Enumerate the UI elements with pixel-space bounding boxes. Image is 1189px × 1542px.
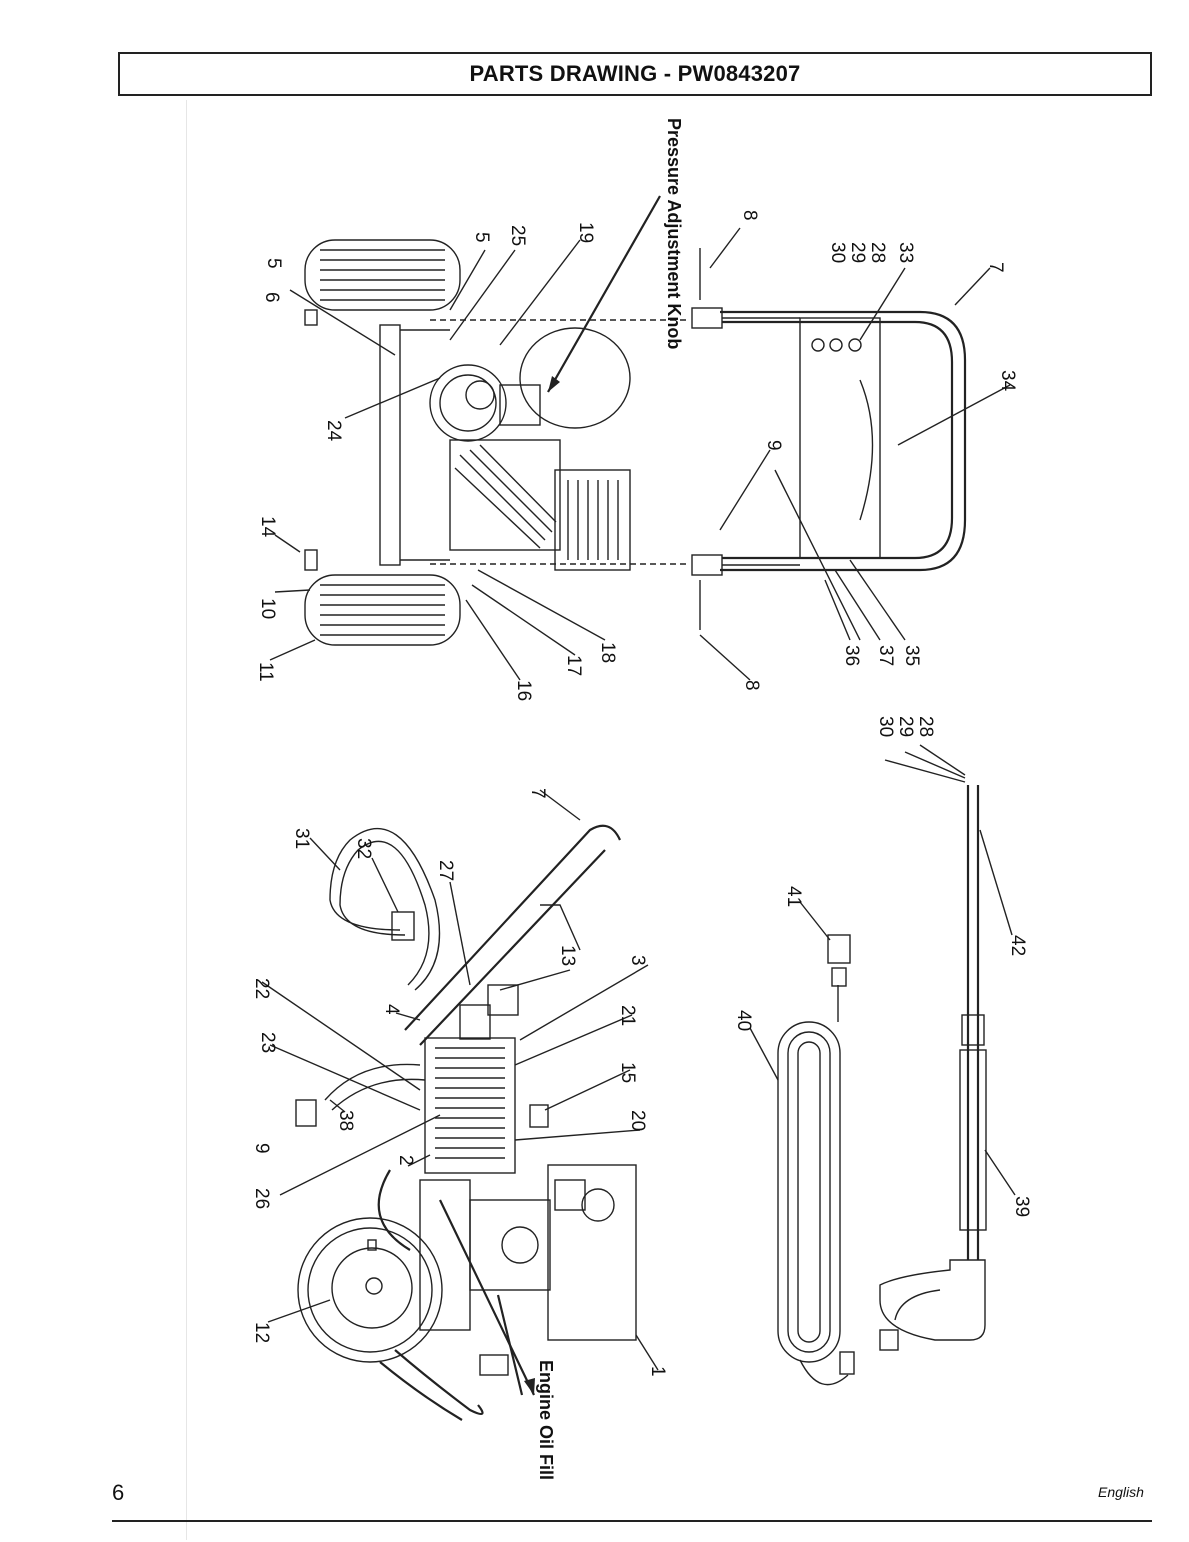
label-14: 14 xyxy=(257,516,278,538)
cylinder-fins xyxy=(455,445,556,548)
language-label: English xyxy=(1098,1484,1144,1500)
label-19: 19 xyxy=(575,222,596,243)
label-25: 25 xyxy=(507,225,528,246)
label-23: 23 xyxy=(257,1032,278,1053)
label-34: 34 xyxy=(997,370,1018,392)
footer-rule xyxy=(112,1520,1152,1522)
label-15: 15 xyxy=(617,1062,638,1083)
label-39: 39 xyxy=(1011,1196,1032,1217)
top-view-drawing xyxy=(270,196,1010,680)
label-22: 22 xyxy=(251,978,272,999)
label-40: 40 xyxy=(733,1010,754,1031)
label-7-side: 7 xyxy=(527,788,548,799)
label-12: 12 xyxy=(251,1322,272,1343)
engine-fins xyxy=(568,480,618,560)
label-38: 38 xyxy=(335,1110,356,1131)
label-20: 20 xyxy=(627,1110,648,1131)
label-36: 36 xyxy=(841,645,862,666)
label-5-b: 5 xyxy=(263,258,284,269)
label-5-a: 5 xyxy=(471,232,492,243)
label-2: 2 xyxy=(395,1155,416,1166)
label-31: 31 xyxy=(291,828,312,849)
label-41: 41 xyxy=(783,886,804,907)
top-wheel xyxy=(305,240,460,310)
label-17: 17 xyxy=(563,655,584,676)
spray-gun xyxy=(880,785,986,1350)
label-8-upper: 8 xyxy=(739,210,760,221)
bottom-wheel xyxy=(305,575,460,645)
label-24: 24 xyxy=(323,420,344,442)
label-42: 42 xyxy=(1007,935,1028,956)
pressure-adjustment-knob-callout: Pressure Adjustment Knob xyxy=(664,118,684,349)
label-4: 4 xyxy=(381,1004,402,1015)
label-26: 26 xyxy=(251,1188,272,1209)
label-1: 1 xyxy=(647,1366,668,1377)
label-28-top: 28 xyxy=(867,242,888,263)
label-9-top: 9 xyxy=(763,440,784,451)
label-30-side: 30 xyxy=(875,716,896,737)
label-35: 35 xyxy=(901,645,922,666)
label-6: 6 xyxy=(261,292,282,303)
engine-oil-fill-callout: Engine Oil Fill xyxy=(536,1360,556,1480)
label-7-top: 7 xyxy=(985,262,1006,273)
label-28-side: 28 xyxy=(915,716,936,737)
label-3: 3 xyxy=(627,955,648,966)
label-37: 37 xyxy=(875,645,896,666)
label-21: 21 xyxy=(617,1005,638,1026)
label-33-top: 33 xyxy=(895,242,916,263)
label-16: 16 xyxy=(513,680,534,701)
label-29-side: 29 xyxy=(895,716,916,737)
pump-fins xyxy=(435,1048,505,1158)
label-8-lower: 8 xyxy=(741,680,762,691)
engine-oil-fill-callout-text: Engine Oil Fill xyxy=(536,1360,556,1480)
label-9-side: 9 xyxy=(251,1143,272,1154)
label-27: 27 xyxy=(435,860,456,881)
label-13: 13 xyxy=(557,945,578,966)
label-32: 32 xyxy=(353,838,374,859)
page-number: 6 xyxy=(112,1480,124,1506)
side-view-labels: 28 29 30 42 41 40 39 7 32 31 27 13 3 4 2… xyxy=(251,716,1032,1377)
label-18: 18 xyxy=(597,642,618,663)
pressure-knob-callout-text: Pressure Adjustment Knob xyxy=(664,118,684,349)
label-30-top: 30 xyxy=(827,242,848,263)
label-11: 11 xyxy=(255,662,276,682)
label-10: 10 xyxy=(257,598,278,619)
top-view-labels: 7 34 33 28 29 30 8 19 25 5 5 6 24 9 14 1… xyxy=(255,210,1018,701)
label-29-top: 29 xyxy=(847,242,868,263)
high-pressure-hose xyxy=(778,935,854,1385)
